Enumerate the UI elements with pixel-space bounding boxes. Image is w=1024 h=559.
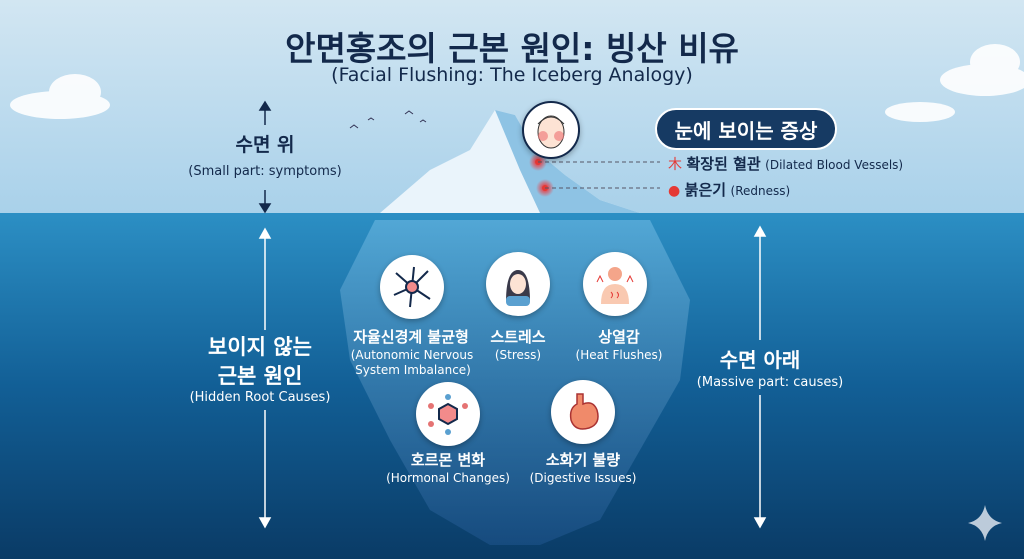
molecule-icon	[416, 382, 480, 446]
hidden-line2: 근본 원인	[217, 364, 303, 388]
heat-body-icon	[583, 252, 647, 316]
cause-label: 소화기 불량	[545, 451, 621, 469]
cause-label: 호르몬 변화	[410, 451, 486, 469]
symptom-item: ⽊ 확장된 혈관 (Dilated Blood Vessels)	[668, 155, 904, 173]
cause-sub: (Heat Flushes)	[575, 348, 663, 362]
cause-label: 자율신경계 불균형	[353, 328, 469, 346]
visible-symptoms-header: 눈에 보이는 증상	[655, 108, 837, 150]
stomach-icon	[551, 380, 615, 444]
face-icon	[522, 101, 580, 159]
neuron-icon	[380, 255, 444, 319]
symptom-item: ● 붉은기 (Redness)	[668, 181, 791, 199]
blood-vessel-icon: ⽊	[668, 157, 682, 173]
above-label: 수면 위	[235, 134, 295, 156]
cause-label: 상열감	[598, 328, 640, 346]
cause-sub: (Digestive Issues)	[529, 471, 637, 485]
stressed-person-icon	[486, 252, 550, 316]
below-label: 수면 아래	[719, 348, 801, 372]
cause-sub: (Stress)	[494, 348, 542, 362]
arrow-hidden	[258, 225, 767, 529]
above-sub: (Small part: symptoms)	[188, 164, 342, 179]
hidden-line1: 보이지 않는	[208, 335, 312, 359]
hidden-sub: (Hidden Root Causes)	[189, 390, 331, 405]
below-sub: (Massive part: causes)	[696, 375, 844, 390]
birds-icon	[349, 110, 427, 129]
flame-icon: ●	[668, 183, 681, 199]
cause-sub: (Hormonal Changes)	[386, 471, 510, 485]
cause-sub: System Imbalance)	[355, 363, 471, 377]
arrow-above	[258, 100, 272, 214]
cloud-icon	[10, 44, 1024, 122]
cause-sub: (Autonomic Nervous	[350, 348, 474, 362]
page-subtitle: (Facial Flushing: The Iceberg Analogy)	[331, 64, 693, 86]
sparkle-icon	[968, 505, 1002, 541]
page-title: 안면홍조의 근본 원인: 빙산 비유	[285, 29, 739, 68]
cause-label: 스트레스	[490, 328, 546, 346]
